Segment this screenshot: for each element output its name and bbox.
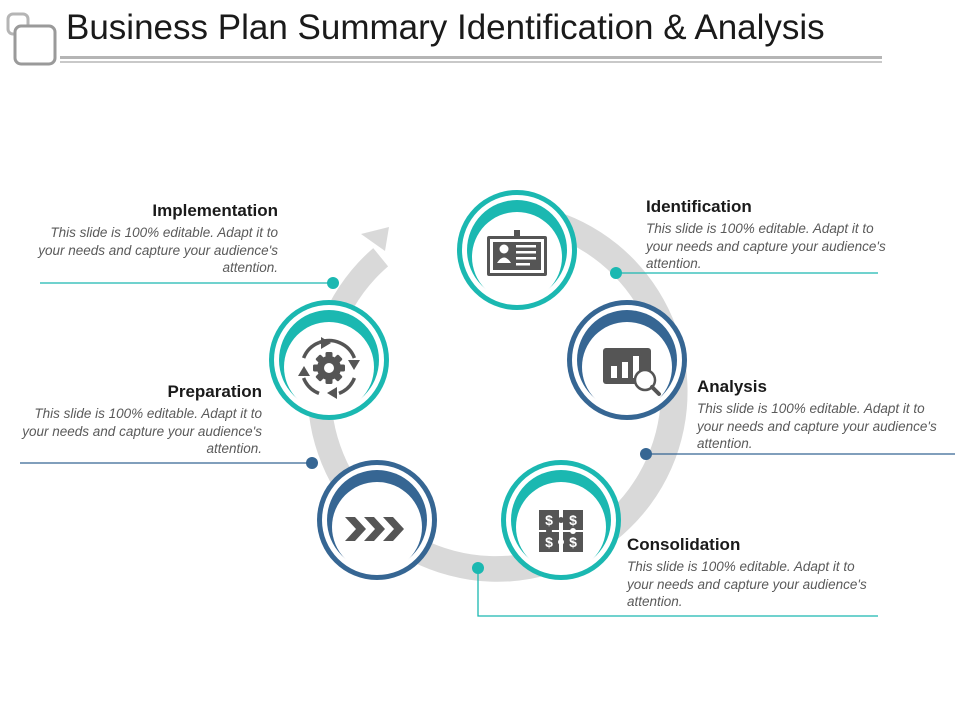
label-analysis: Analysis This slide is 100% editable. Ad… (697, 377, 937, 453)
squares-logo-icon (6, 12, 57, 66)
step-description: This slide is 100% editable. Adapt it to… (646, 221, 886, 271)
id-card-icon (487, 230, 547, 276)
connector-implementation (40, 277, 339, 289)
node-consolidation: $ $ $ $ (501, 460, 621, 580)
node-identification (457, 190, 577, 310)
node-analysis (567, 300, 687, 420)
cycle-arrow-head (361, 227, 389, 251)
page-title: Business Plan Summary Identification & A… (66, 8, 825, 47)
step-description: This slide is 100% editable. Adapt it to… (22, 406, 262, 456)
step-heading: Identification (646, 197, 752, 216)
gear-cycle-icon (298, 337, 360, 399)
step-heading: Implementation (152, 201, 278, 220)
connector-consolidation (472, 562, 878, 617)
chevrons-right-icon (345, 517, 404, 541)
label-consolidation: Consolidation This slide is 100% editabl… (627, 535, 867, 611)
step-description: This slide is 100% editable. Adapt it to… (697, 401, 937, 451)
step-heading: Analysis (697, 377, 767, 396)
node-chevrons (317, 460, 437, 580)
svg-text:$: $ (569, 534, 577, 550)
label-identification: Identification This slide is 100% editab… (646, 197, 886, 273)
label-preparation: Preparation This slide is 100% editable.… (22, 382, 262, 458)
svg-text:$: $ (545, 512, 553, 528)
label-implementation: Implementation This slide is 100% editab… (38, 201, 278, 277)
connector-preparation (20, 457, 318, 469)
step-description: This slide is 100% editable. Adapt it to… (38, 225, 278, 275)
step-heading: Preparation (167, 382, 262, 401)
dollar-puzzle-icon: $ $ $ $ (539, 510, 583, 552)
bar-chart-magnifier-icon (603, 348, 661, 396)
node-preparation (269, 300, 389, 420)
step-heading: Consolidation (627, 535, 741, 554)
connector-analysis (640, 448, 955, 460)
svg-text:$: $ (545, 534, 553, 550)
title-underline (60, 56, 882, 63)
step-description: This slide is 100% editable. Adapt it to… (627, 559, 867, 609)
svg-text:$: $ (569, 512, 577, 528)
connector-identification (610, 267, 878, 279)
